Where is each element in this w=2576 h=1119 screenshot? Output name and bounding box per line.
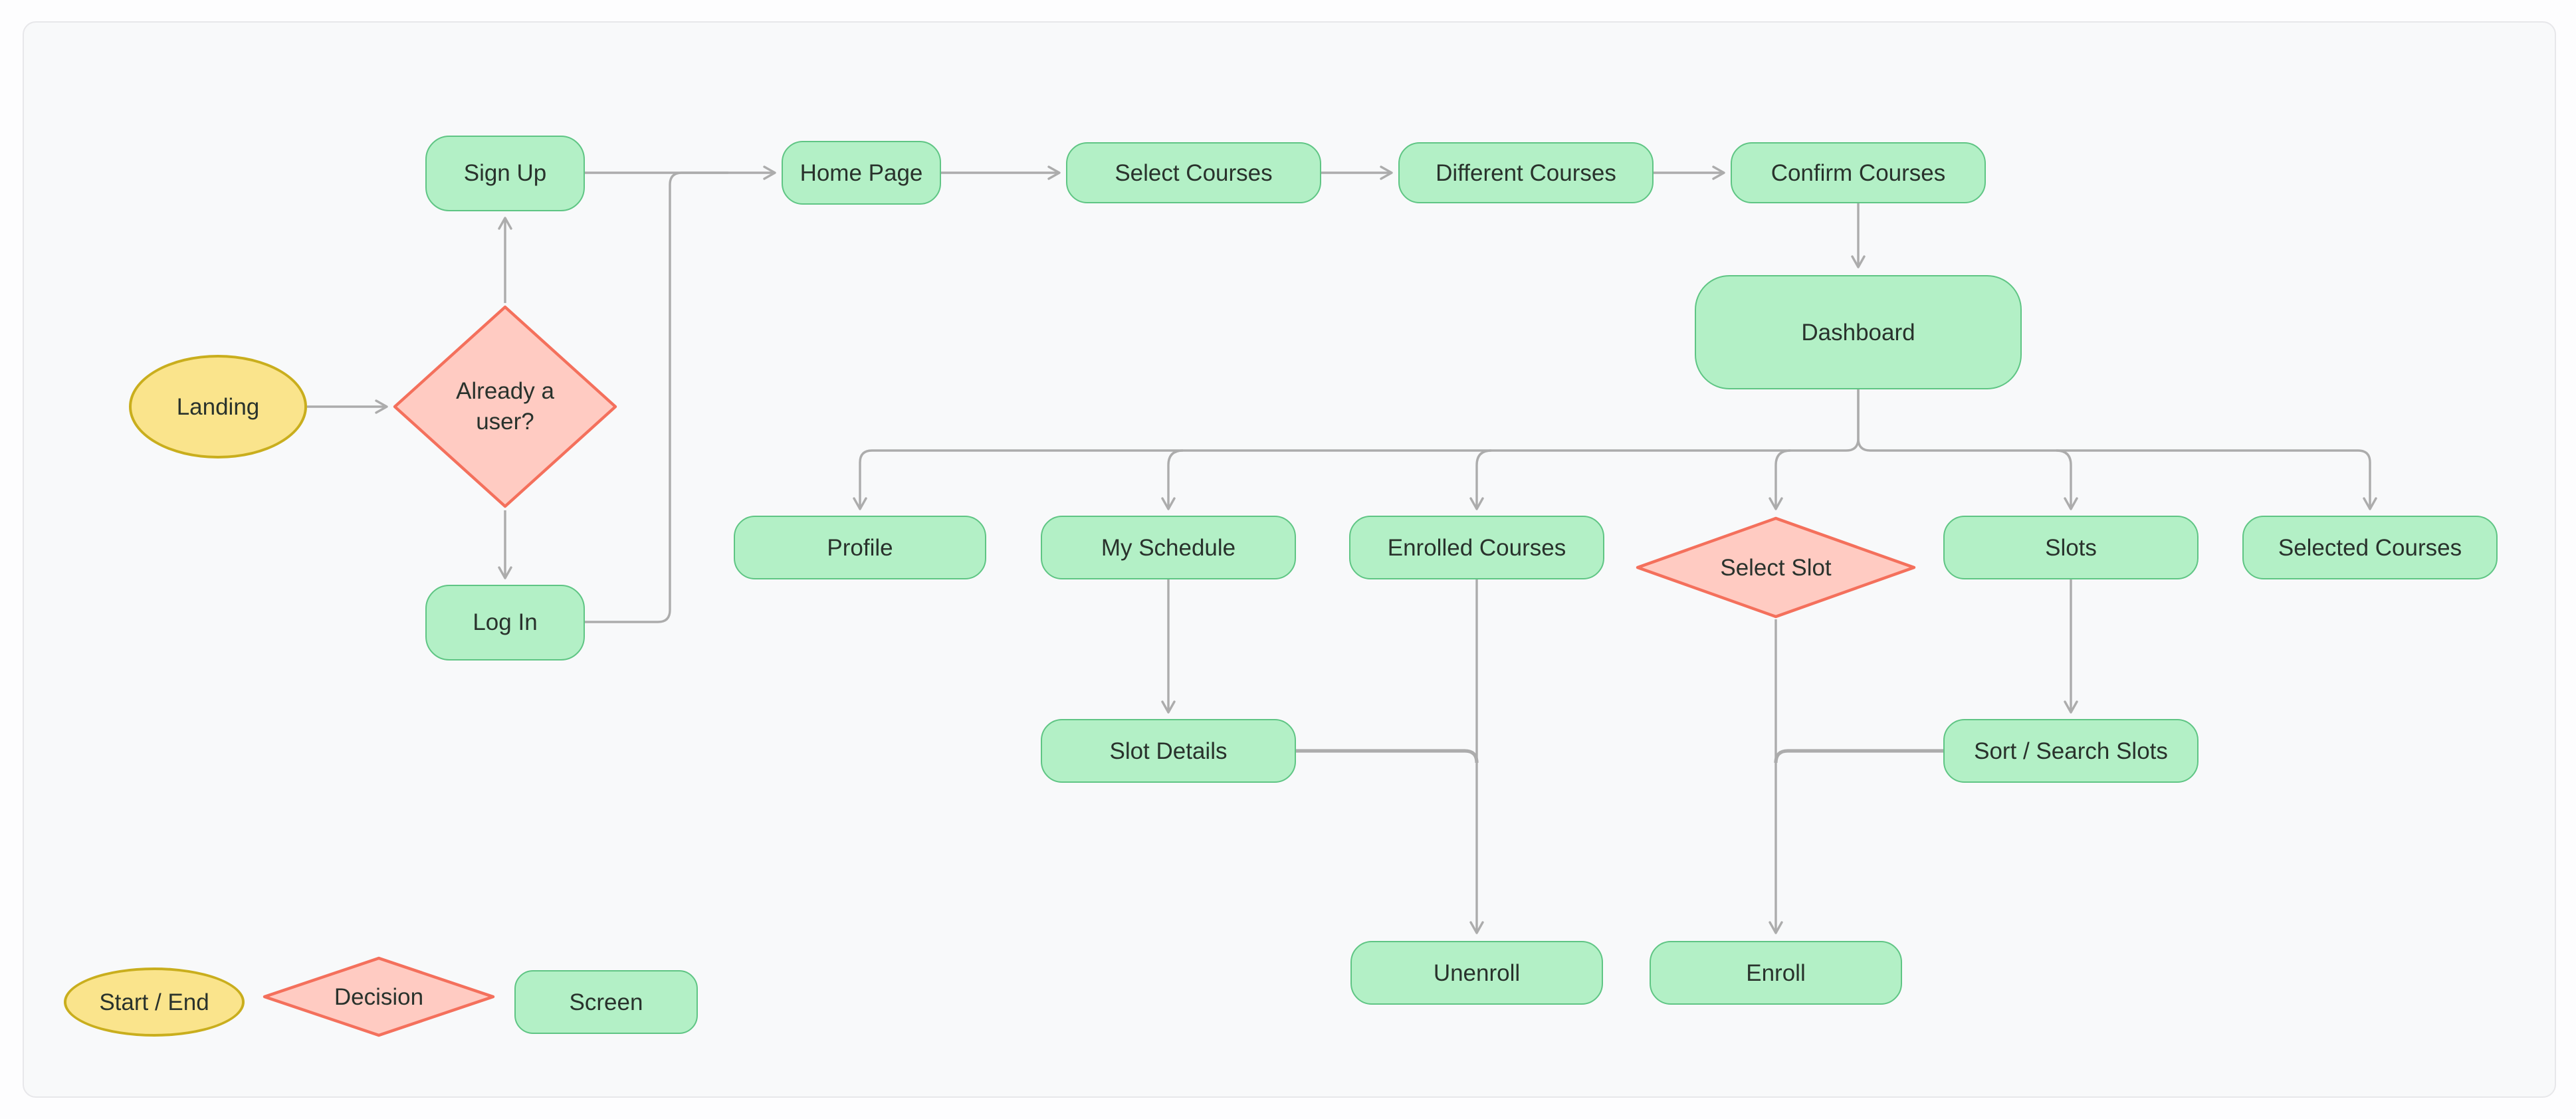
node-slots[interactable]: Slots [1943, 516, 2199, 579]
node-label-slots: Slots [2045, 534, 2097, 561]
edge-dashboard-to-enrolled-courses [1469, 449, 1492, 510]
node-label-select-slot: Select Slot [1720, 554, 1832, 581]
node-label-sign-up: Sign Up [463, 159, 547, 186]
node-label-already-user: Already a user? [456, 377, 554, 435]
edge-dashboard-to-profile [853, 389, 1860, 510]
node-legend-start-end[interactable]: Start / End [64, 967, 245, 1037]
diamond-shape-legend-decision [263, 956, 495, 1037]
node-label-profile: Profile [827, 534, 893, 561]
node-label-confirm-courses: Confirm Courses [1771, 159, 1946, 186]
node-label-enrolled-courses: Enrolled Courses [1387, 534, 1566, 561]
edge-dashboard-to-selected-courses [1857, 389, 2377, 510]
edge-dashboard-to-my-schedule [1161, 449, 1184, 510]
node-selected-courses[interactable]: Selected Courses [2242, 516, 2498, 579]
diamond-shape-already-user [393, 305, 617, 508]
node-select-slot[interactable]: Select Slot [1635, 516, 1917, 619]
node-label-enroll: Enroll [1746, 959, 1806, 986]
edge-dashboard-to-slots [2056, 449, 2078, 510]
node-label-landing: Landing [176, 393, 260, 420]
node-label-legend-screen: Screen [569, 988, 643, 1015]
node-label-slot-details: Slot Details [1109, 737, 1228, 764]
node-dashboard[interactable]: Dashboard [1695, 275, 2022, 389]
node-label-selected-courses: Selected Courses [2278, 534, 2462, 561]
edge-slot-details-join-unenroll-line [1296, 749, 1479, 763]
node-legend-screen[interactable]: Screen [514, 970, 698, 1034]
node-label-different-courses: Different Courses [1436, 159, 1616, 186]
node-my-schedule[interactable]: My Schedule [1041, 516, 1296, 579]
node-label-log-in: Log In [473, 608, 538, 635]
node-label-dashboard: Dashboard [1801, 318, 1915, 346]
node-enrolled-courses[interactable]: Enrolled Courses [1349, 516, 1604, 579]
node-legend-decision[interactable]: Decision [262, 956, 496, 1038]
node-label-select-courses: Select Courses [1115, 159, 1273, 186]
edge-sort-search-slots-join-enroll-line [1774, 749, 1943, 763]
node-label-legend-start-end: Start / End [99, 988, 209, 1015]
node-unenroll[interactable]: Unenroll [1350, 941, 1603, 1005]
node-select-courses[interactable]: Select Courses [1066, 142, 1321, 203]
node-label-unenroll: Unenroll [1433, 959, 1521, 986]
node-profile[interactable]: Profile [734, 516, 986, 579]
edges-group [307, 165, 2377, 934]
node-landing[interactable]: Landing [129, 355, 307, 458]
node-label-legend-decision: Decision [334, 983, 424, 1010]
node-sign-up[interactable]: Sign Up [425, 135, 585, 211]
node-home-page[interactable]: Home Page [782, 141, 941, 205]
node-already-user[interactable]: Already a user? [392, 304, 618, 509]
node-label-home-page: Home Page [800, 159, 923, 186]
edge-dashboard-to-select-slot [1769, 449, 1791, 510]
node-label-sort-search-slots: Sort / Search Slots [1974, 737, 2168, 764]
node-log-in[interactable]: Log In [425, 584, 585, 660]
node-sort-search-slots[interactable]: Sort / Search Slots [1943, 719, 2199, 783]
diamond-shape-select-slot [1636, 516, 1916, 619]
node-confirm-courses[interactable]: Confirm Courses [1731, 142, 1986, 203]
edge-log-in-join-home-page [585, 171, 728, 623]
node-enroll[interactable]: Enroll [1650, 941, 1902, 1005]
node-label-my-schedule: My Schedule [1101, 534, 1236, 561]
node-different-courses[interactable]: Different Courses [1398, 142, 1654, 203]
node-slot-details[interactable]: Slot Details [1041, 719, 1296, 783]
